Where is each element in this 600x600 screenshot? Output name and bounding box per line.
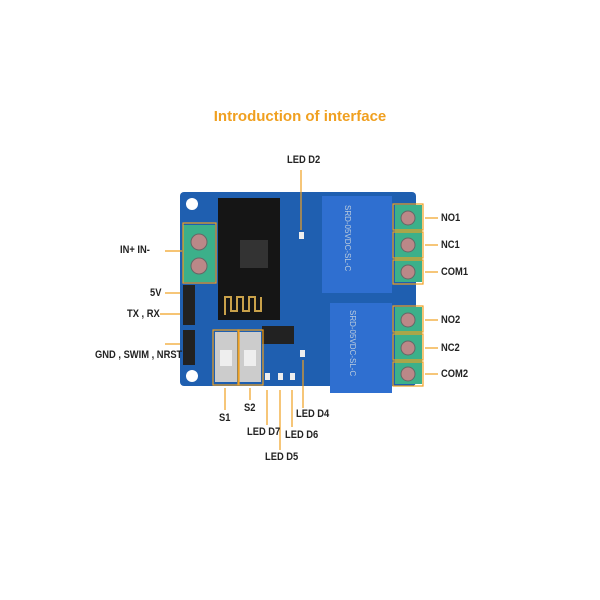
label-s2: S2: [244, 402, 256, 414]
label-no2: NO2: [441, 314, 461, 326]
relay-2-text: SRD-05VDC-SL-C: [348, 310, 357, 376]
mount-hole: [186, 198, 198, 210]
page-title: Introduction of interface: [213, 108, 387, 125]
relay-2: [330, 303, 392, 393]
label-no1: NO1: [441, 212, 461, 224]
label-led-d7: LED D7: [247, 426, 281, 438]
label-led-d6: LED D6: [285, 429, 319, 441]
pin-header: [183, 285, 195, 325]
antenna-trace: [224, 296, 262, 315]
label-s1: S1: [219, 412, 231, 424]
pin-header: [183, 330, 195, 365]
mount-hole: [186, 370, 198, 382]
relay-1-text: SRD-05VDC-SL-C: [343, 205, 352, 271]
mcu-chip: [262, 326, 294, 344]
label-com2: COM2: [441, 368, 469, 380]
label-tx-rx: TX , RX: [127, 308, 160, 320]
label-5v: 5V: [150, 287, 162, 299]
label-led-d4: LED D4: [296, 408, 330, 420]
label-led-d2: LED D2: [287, 154, 321, 166]
label-com1: COM1: [441, 266, 469, 278]
label-nc2: NC2: [441, 342, 460, 354]
esp-chip: [240, 240, 268, 268]
label-gnd-swim-nrst: GND , SWIM , NRST: [95, 349, 183, 361]
label-led-d5: LED D5: [265, 451, 299, 463]
label-in: IN+ IN-: [120, 244, 150, 256]
relay-1: [322, 196, 392, 293]
label-nc1: NC1: [441, 239, 460, 251]
